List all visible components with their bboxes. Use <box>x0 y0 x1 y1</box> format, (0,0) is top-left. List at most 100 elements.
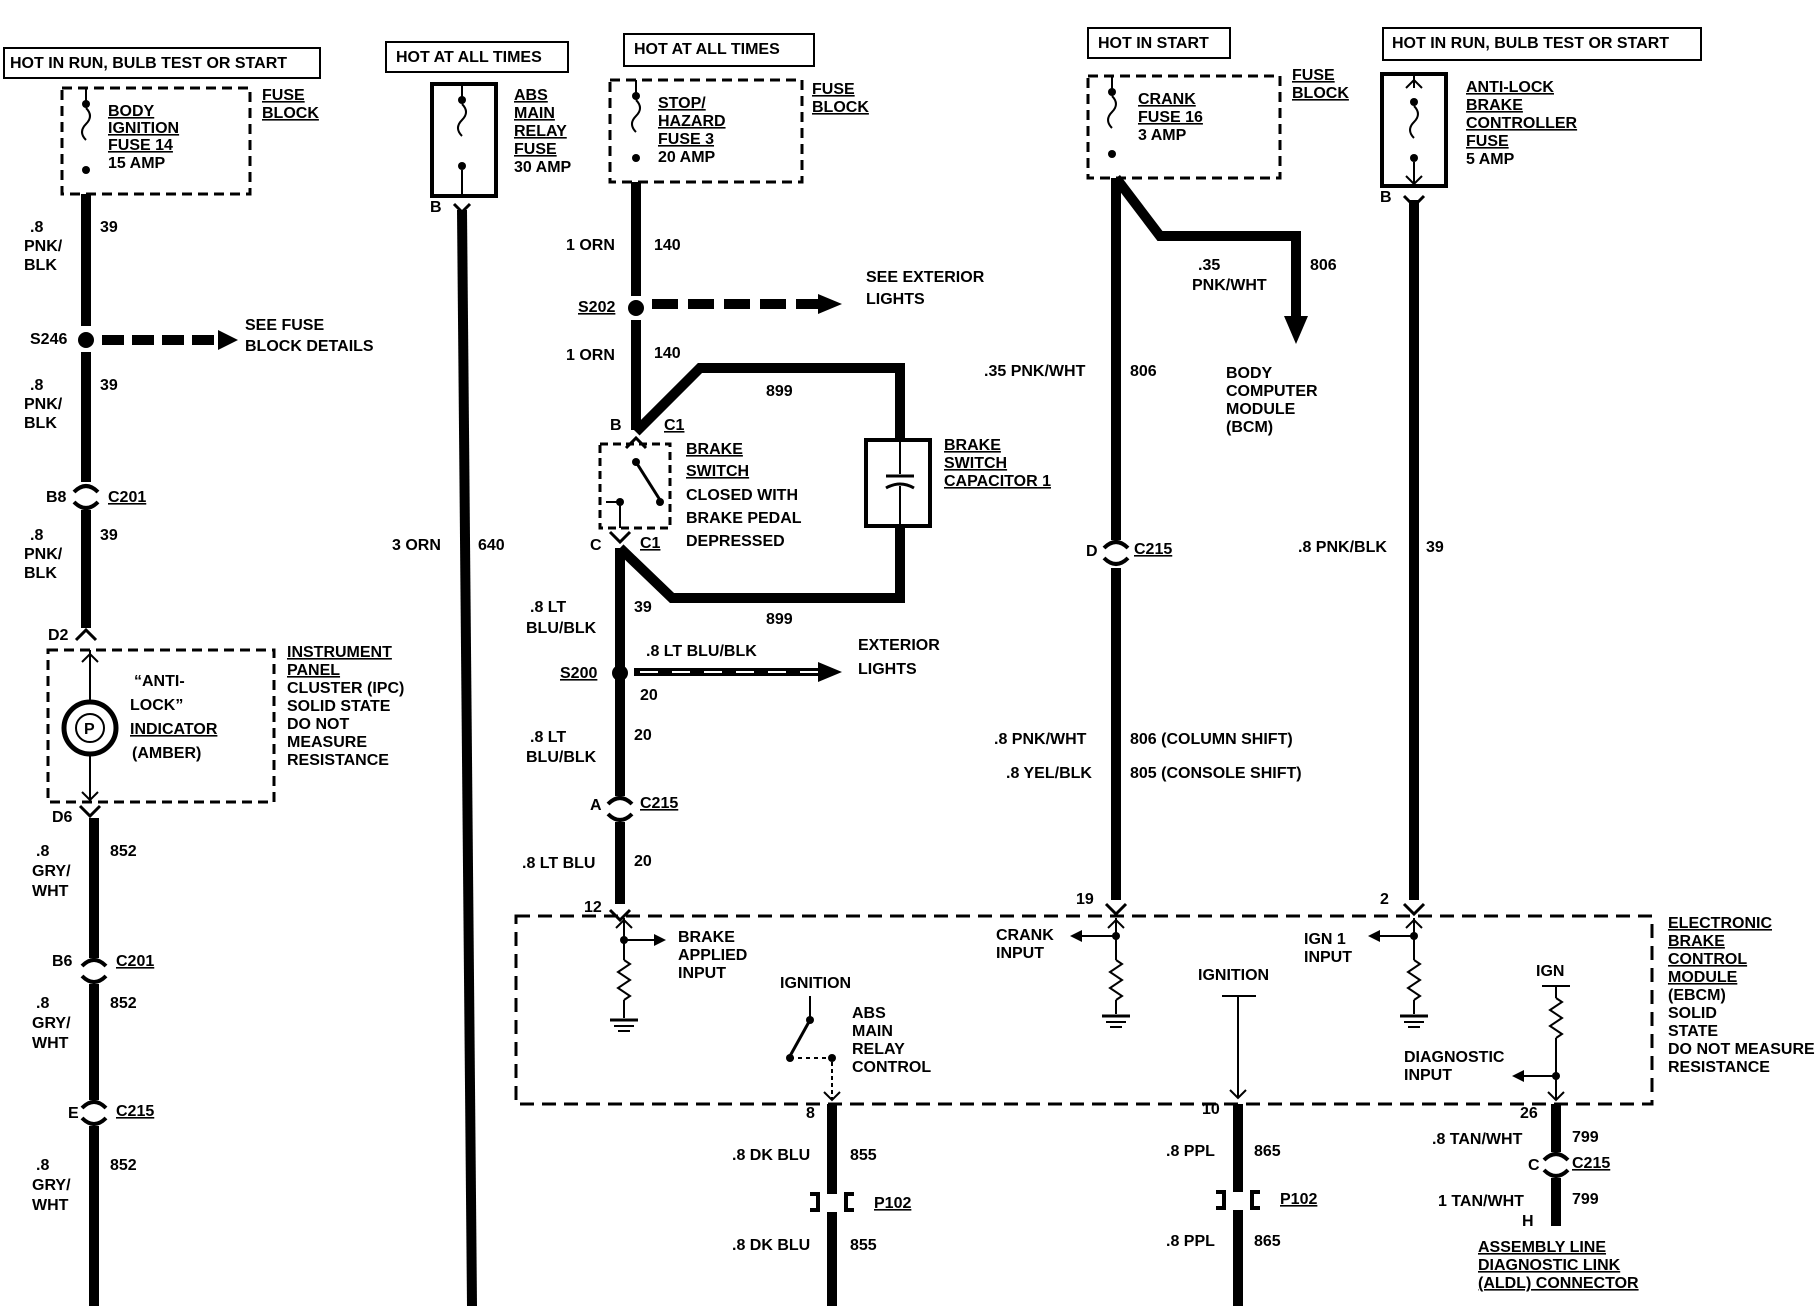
splice-s200: S200 .8 LT BLU/BLK 20 EXTERIOR LIGHTS <box>560 637 940 704</box>
fuse-block-label-3b: BLOCK <box>812 99 869 116</box>
col1-circuit-f: 852 <box>110 1157 137 1174</box>
brake-input-line1: BRAKE <box>678 929 735 946</box>
p102-a: P102 <box>874 1195 911 1212</box>
brake-switch-line5: DEPRESSED <box>686 533 785 550</box>
ebcm-crank-input: CRANK INPUT <box>996 918 1130 1028</box>
brake-switch-c1-top: C1 <box>664 417 685 434</box>
wire-799a: .8 TAN/WHT <box>1432 1131 1523 1148</box>
wire-865b: .8 PPL <box>1166 1233 1215 1250</box>
c201-b8-label: C201 <box>108 489 146 506</box>
ebcm-title-4: MODULE <box>1668 969 1738 986</box>
instrument-panel-cluster: D2 P “ANTI- LOCK” INDICATOR (AMBER) INST… <box>46 627 404 826</box>
header-col2-text: HOT AT ALL TIMES <box>396 49 542 66</box>
col4-wire-a: .35 PNK/WHT <box>984 363 1086 380</box>
col1-circuit-c: 39 <box>100 527 118 544</box>
crank-input-line1: CRANK <box>996 927 1054 944</box>
col1-wire-b-1: .8 <box>30 377 43 394</box>
ebcm-pin-12: 12 <box>584 899 602 916</box>
col3-wire-d-2: BLU/BLK <box>526 749 597 766</box>
s202-ref-1: SEE EXTERIOR <box>866 269 985 286</box>
abs-fuse-line3: RELAY <box>514 123 567 140</box>
aldl-line2: DIAGNOSTIC LINK <box>1478 1257 1621 1274</box>
abs-relay-line2: MAIN <box>852 1023 893 1040</box>
col3-wire-b: 1 ORN <box>566 347 615 364</box>
ebcm-title-9: RESISTANCE <box>1668 1059 1770 1076</box>
c215-d-pin: D <box>1086 543 1098 560</box>
circuit-865b: 865 <box>1254 1233 1281 1250</box>
ebcm-abs-main-relay-control: IGNITION ABS MAIN RELAY CONTROL <box>780 975 931 1102</box>
s200-wire: .8 LT BLU/BLK <box>646 643 757 660</box>
s246-ref-2: BLOCK DETAILS <box>245 338 374 355</box>
brake-switch-pin-c: C <box>590 537 602 554</box>
fuse14-line3: FUSE 14 <box>108 137 173 154</box>
ebcm-pin-19: 19 <box>1076 891 1094 908</box>
s200-ref-1: EXTERIOR <box>858 637 940 654</box>
col4-branch-wire-1: .35 <box>1198 257 1220 274</box>
col3-wire-c-1: .8 LT <box>530 599 566 616</box>
fuse-block-label-4a: FUSE <box>1292 67 1335 84</box>
col3-wire-c-2: BLU/BLK <box>526 620 597 637</box>
col1-wire-f-1: .8 <box>36 1157 49 1174</box>
col5-pin-b: B <box>1380 189 1392 206</box>
col1-wire-a-1: .8 <box>30 219 43 236</box>
s200-circuit: 20 <box>640 687 658 704</box>
wire-col1 <box>81 194 99 1306</box>
ign1-input-line1: IGN 1 <box>1304 931 1346 948</box>
abs-fuse-line5: 30 AMP <box>514 159 572 176</box>
abs-relay-line3: RELAY <box>852 1041 905 1058</box>
col4-circuit-b2: 805 (CONSOLE SHIFT) <box>1130 765 1302 782</box>
header-col4-text: HOT IN START <box>1098 35 1209 52</box>
col2-wire: 3 ORN <box>392 537 441 554</box>
ebcm-diagnostic-input: IGN DIAGNOSTIC INPUT <box>1404 963 1570 1102</box>
col3-circuit-a: 140 <box>654 237 681 254</box>
circuit-799b: 799 <box>1572 1191 1599 1208</box>
fuse-body-ignition: BODY IGNITION FUSE 14 15 AMP FUSE BLOCK <box>60 86 319 196</box>
ipc-pin-d6: D6 <box>52 809 73 826</box>
col1-circuit-a: 39 <box>100 219 118 236</box>
indicator-line2: LOCK” <box>130 697 183 714</box>
c201-b6-pin: B6 <box>52 953 73 970</box>
ebcm-title-1: ELECTRONIC <box>1668 915 1772 932</box>
pin-12-arrow <box>608 908 632 923</box>
antilock-fuse-line5: 5 AMP <box>1466 151 1515 168</box>
fuse3-line3: FUSE 3 <box>658 131 714 148</box>
splice-s246: S246 SEE FUSE BLOCK DETAILS <box>30 317 374 355</box>
ebcm-brake-applied-input: BRAKE APPLIED INPUT <box>610 918 747 1032</box>
brake-switch-pin-b: B <box>610 417 622 434</box>
col4-branch-circuit: 806 <box>1310 257 1337 274</box>
aldl-line1: ASSEMBLY LINE <box>1478 1239 1606 1256</box>
c215-e-pin: E <box>68 1105 79 1122</box>
ignition-label-2: IGNITION <box>1198 967 1269 984</box>
col5-wire: .8 PNK/BLK <box>1298 539 1387 556</box>
indicator-line3: INDICATOR <box>130 721 218 738</box>
col1-wire-d-1: .8 <box>36 843 49 860</box>
connector-c215-a: A C215 <box>590 795 678 822</box>
c201-b6-label: C201 <box>116 953 154 970</box>
header-col5-text: HOT IN RUN, BULB TEST OR START <box>1392 35 1669 52</box>
fuse3-line4: 20 AMP <box>658 149 716 166</box>
s202-ref-2: LIGHTS <box>866 291 925 308</box>
header-col3: HOT AT ALL TIMES <box>623 33 815 67</box>
fuse14-line4: 15 AMP <box>108 155 166 172</box>
wire-bottom-799: 26 .8 TAN/WHT 799 C C215 1 TAN/WHT 799 H… <box>1432 1104 1639 1292</box>
col1-wire-c-3: BLK <box>24 565 57 582</box>
ebcm-module: ELECTRONIC BRAKE CONTROL MODULE (EBCM) S… <box>514 914 1815 1106</box>
col4-wire-b2: .8 YEL/BLK <box>1006 765 1092 782</box>
ipc-line1: INSTRUMENT <box>287 644 392 661</box>
ebcm-pin-26: 26 <box>1520 1105 1538 1122</box>
col2-pin-b: B <box>430 199 442 216</box>
header-col1-text: HOT IN RUN, BULB TEST OR START <box>10 55 287 72</box>
c201-b8-pin: B8 <box>46 489 67 506</box>
s200-ref-2: LIGHTS <box>858 661 917 678</box>
ignition-label-1: IGNITION <box>780 975 851 992</box>
fuse-block-label-1b: BLOCK <box>262 105 319 122</box>
fuse3-line1: STOP/ <box>658 95 706 112</box>
ebcm-title-3: CONTROL <box>1668 951 1747 968</box>
ipc-line7: RESISTANCE <box>287 752 389 769</box>
connector-c201-b8: B8 C201 <box>46 484 146 510</box>
indicator-glyph: P <box>84 721 95 738</box>
col1-circuit-e: 852 <box>110 995 137 1012</box>
col5-circuit: 39 <box>1426 539 1444 556</box>
pin-19-arrow <box>1104 902 1128 917</box>
aldl-pin-h: H <box>1522 1213 1534 1230</box>
